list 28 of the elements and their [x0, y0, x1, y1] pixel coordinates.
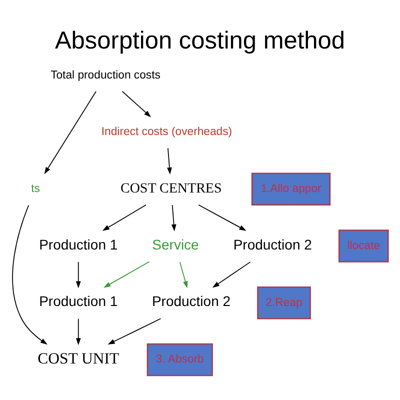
arrow: [108, 318, 162, 344]
node-text: Production 1: [39, 292, 118, 309]
node-box: 2.Reap: [257, 286, 311, 319]
arrow: [179, 261, 188, 288]
node-box: 1.Allo appor: [251, 172, 331, 206]
node-text: Indirect costs (overheads): [101, 126, 232, 138]
arrow: [167, 147, 172, 174]
arrow: [171, 204, 176, 231]
arrow: [44, 90, 96, 174]
node-box: 3. Absorb: [146, 342, 213, 376]
arrow: [198, 204, 246, 230]
node-text: ts: [31, 182, 40, 195]
node-text: Total production costs: [50, 68, 160, 81]
arrow: [104, 260, 150, 288]
node-text: Service: [152, 236, 199, 252]
arrow: [12, 204, 48, 344]
node-box: llocate: [338, 229, 389, 262]
arrow: [102, 204, 146, 230]
arrow: [76, 261, 81, 288]
node-text: Production 1: [39, 236, 118, 252]
arrow: [122, 90, 152, 117]
node-text: COST CENTRES: [120, 180, 222, 196]
node-text: COST UNIT: [38, 350, 120, 368]
node-text: Production 2: [152, 292, 231, 309]
arrow: [76, 318, 81, 345]
diagram-title: Absorption costing method: [54, 27, 346, 54]
arrow: [212, 261, 251, 288]
node-text: Production 2: [233, 236, 312, 252]
